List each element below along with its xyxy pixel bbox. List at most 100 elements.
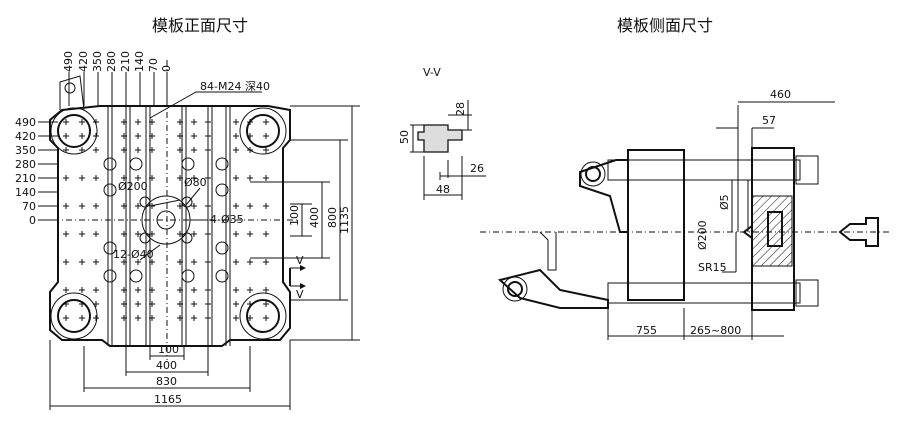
thread-hole-mark: [149, 315, 155, 321]
thread-hole-mark: [233, 147, 239, 153]
thread-hole-mark: [247, 175, 253, 181]
thread-hole-mark: [247, 147, 253, 153]
thread-hole-mark: [177, 133, 183, 139]
thread-hole-mark: [205, 147, 211, 153]
thread-hole-mark: [247, 231, 253, 237]
thread-hole-mark: [63, 147, 69, 153]
thread-hole-mark: [93, 315, 99, 321]
thread-hole-mark: [191, 301, 197, 307]
thread-hole-mark: [121, 147, 127, 153]
thread-hole-mark: [177, 147, 183, 153]
thread-hole-mark: [177, 231, 183, 237]
thread-hole-mark: [177, 259, 183, 265]
dia80-label: Ø80: [184, 176, 207, 189]
thread-hole-mark: [233, 287, 239, 293]
thread-hole-mark: [263, 301, 269, 307]
vv-dim-48: 48: [436, 183, 450, 196]
dia200-leader: [149, 199, 181, 207]
horizontal-dimensions: [49, 340, 291, 410]
thread-hole-mark: [233, 301, 239, 307]
thread-hole-mark: [121, 315, 127, 321]
thread-hole-mark: [63, 301, 69, 307]
left-tick: 140: [15, 186, 36, 199]
dia200-label: Ø200: [118, 180, 148, 193]
thread-hole-mark: [79, 287, 85, 293]
thread-hole-mark: [233, 203, 239, 209]
thread-hole-mark: [135, 119, 141, 125]
thread-hole-mark: [205, 133, 211, 139]
thread-hole-mark: [121, 133, 127, 139]
side-dim-sr15: SR15: [698, 261, 727, 274]
thread-hole-mark: [121, 203, 127, 209]
tie-bar-lower: [607, 282, 801, 304]
moving-platen: [627, 149, 685, 301]
vertical-dimensions: [250, 105, 360, 341]
thread-hole-mark: [135, 133, 141, 139]
top-tick-lines: [68, 72, 168, 106]
thread-hole-mark: [205, 231, 211, 237]
thread-hole-mark: [205, 119, 211, 125]
vv-title: V-V: [423, 66, 441, 79]
thread-hole-mark: [93, 231, 99, 237]
thread-hole-mark: [93, 175, 99, 181]
thread-hole-mark: [247, 287, 253, 293]
thread-hole-mark: [233, 175, 239, 181]
thread-hole-mark: [149, 133, 155, 139]
left-tick: 280: [15, 158, 36, 171]
lower-pivot-pin: [507, 281, 523, 297]
dim-400-horizontal: 400: [156, 359, 177, 372]
thread-hole-mark: [263, 119, 269, 125]
thread-hole-mark: [93, 301, 99, 307]
top-tick: 420: [77, 51, 90, 72]
thread-hole-mark: [191, 203, 197, 209]
thread-hole-mark: [121, 119, 127, 125]
thread-hole-mark: [177, 119, 183, 125]
side-dim-265-800: 265~800: [690, 324, 741, 337]
thread-hole-mark: [63, 287, 69, 293]
thread-hole-mark: [93, 119, 99, 125]
thread-hole-mark: [191, 175, 197, 181]
vv-section: V-V 50 28 26 48: [398, 66, 486, 200]
t-slot-profile: [417, 124, 463, 153]
thread-hole-mark: [205, 175, 211, 181]
thread-hole-mark: [177, 301, 183, 307]
side-dim-460: 460: [770, 88, 791, 101]
top-tick: 280: [105, 51, 118, 72]
thread-hole-mark: [79, 259, 85, 265]
holes12-leader: [139, 244, 161, 261]
thread-hole-mark: [63, 175, 69, 181]
top-tick-labels: 490 420 350 280 210 140 70 0: [62, 51, 173, 72]
thread-hole-mark: [205, 203, 211, 209]
thread-hole-mark: [177, 287, 183, 293]
dim-100-vertical: 100: [288, 205, 301, 226]
thread-hole-mark: [263, 259, 269, 265]
thread-hole-mark: [63, 315, 69, 321]
thread-hole-mark: [191, 147, 197, 153]
top-tick: 140: [133, 51, 146, 72]
thread-hole-mark: [177, 203, 183, 209]
thread-hole-mark: [135, 147, 141, 153]
tie-bar-nuts: [795, 155, 819, 307]
thread-hole-mark: [205, 315, 211, 321]
thread-hole-mark: [247, 315, 253, 321]
thread-hole-mark: [149, 231, 155, 237]
thread-hole-mark: [63, 231, 69, 237]
section-mark-label: V: [296, 288, 304, 301]
thread-hole-mark: [93, 287, 99, 293]
lower-pivot: [502, 276, 528, 302]
dim-830-horizontal: 830: [156, 375, 177, 388]
thread-hole-mark: [121, 301, 127, 307]
left-tick: 0: [29, 214, 36, 227]
thread-hole-mark: [177, 175, 183, 181]
thread-hole-mark: [149, 287, 155, 293]
side-view: 460 57 Ø5 Ø200 SR15 755 265~800: [480, 88, 890, 340]
thread-hole-mark: [93, 133, 99, 139]
dia80-leader: [185, 187, 201, 206]
top-tick: 70: [147, 58, 160, 72]
left-tick-lines: [38, 121, 58, 221]
thread-hole-mark: [191, 315, 197, 321]
thread-hole-mark: [233, 231, 239, 237]
side-dim-d5: Ø5: [718, 194, 731, 210]
thread-hole-mark: [149, 119, 155, 125]
